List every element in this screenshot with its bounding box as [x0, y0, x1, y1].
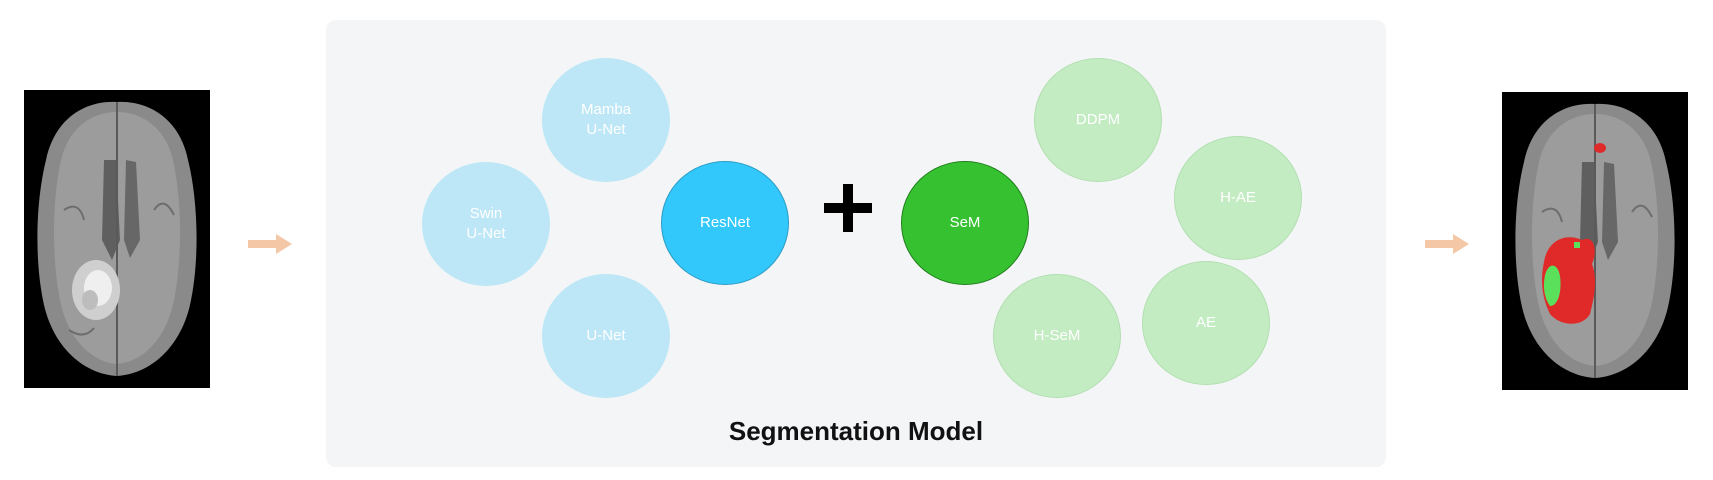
- sem-node: SeM: [901, 161, 1029, 285]
- resnet-node: ResNet: [661, 161, 789, 285]
- mamba-unet-node: Mamba U-Net: [542, 58, 670, 182]
- h-ae-node: H-AE: [1174, 136, 1302, 260]
- unet-node: U-Net: [542, 274, 670, 398]
- input-mri-image: [24, 90, 210, 388]
- panel-title: Segmentation Model: [728, 416, 984, 446]
- right-arrow-icon: [248, 234, 292, 254]
- output-segmentation-image: [1502, 92, 1688, 390]
- plus-icon: [824, 184, 872, 232]
- segmented-brain-scan-icon: [1502, 92, 1688, 390]
- h-sem-node: H-SeM: [993, 274, 1121, 398]
- swin-unet-node: Swin U-Net: [422, 162, 550, 286]
- ddpm-node: DDPM: [1034, 58, 1162, 182]
- brain-scan-icon: [24, 90, 210, 388]
- right-arrow-icon: [1425, 234, 1469, 254]
- ae-node: AE: [1142, 261, 1270, 385]
- segmentation-model-panel: Mamba U-Net Swin U-Net U-Net ResNet SeM …: [326, 20, 1386, 467]
